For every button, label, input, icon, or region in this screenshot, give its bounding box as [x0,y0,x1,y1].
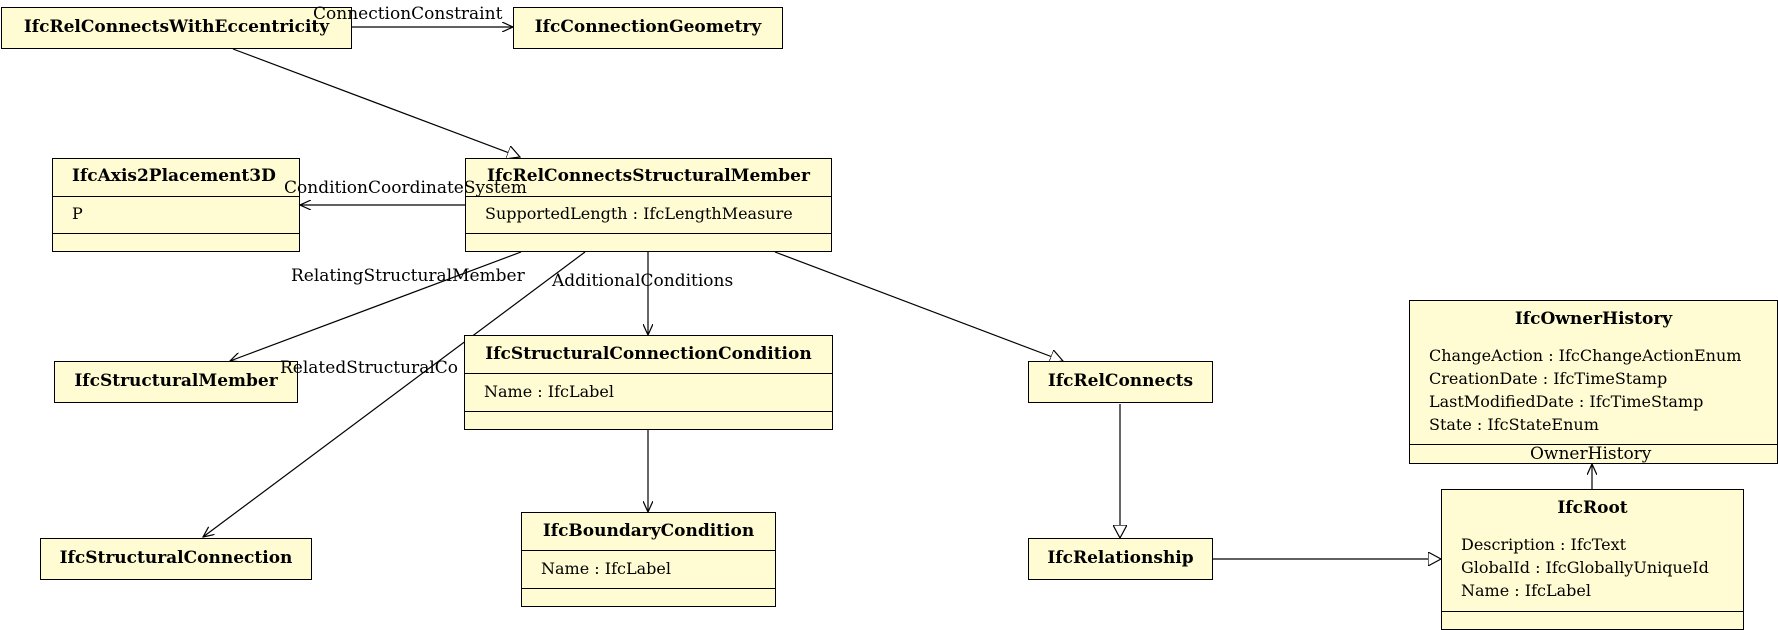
attributes-section: Name : IfcLabel [522,550,775,588]
edge-relating-structural-member [230,251,522,361]
class-name: IfcStructuralMember [74,371,278,391]
attribute: GlobalId : IfcGloballyUniqueId [1461,558,1709,577]
class-ifc-rel-connects-structural-member[interactable]: IfcRelConnectsStructuralMember Supported… [465,158,832,252]
operations-section [53,233,299,251]
class-name: IfcBoundaryCondition [542,521,755,541]
class-name: IfcAxis2Placement3D [72,166,276,186]
attribute: Name : IfcLabel [484,382,614,401]
attribute: State : IfcStateEnum [1429,415,1599,434]
attributes-section: SupportedLength : IfcLengthMeasure [466,196,831,233]
operations-section [466,233,831,251]
attribute: Description : IfcText [1461,535,1627,554]
label-owner-history: OwnerHistory [1530,444,1652,464]
operations-section [1410,444,1777,463]
operations-section [522,588,775,606]
class-ifc-boundary-condition[interactable]: IfcBoundaryCondition Name : IfcLabel [521,512,776,607]
class-ifc-connection-geometry[interactable]: IfcConnectionGeometry [513,7,783,49]
class-name: IfcRelConnects [1047,371,1194,391]
operations-section [1442,611,1743,629]
attribute: Name : IfcLabel [1461,581,1591,600]
attribute: SupportedLength : IfcLengthMeasure [485,204,793,223]
class-name: IfcRelConnectsStructuralMember [487,166,810,186]
class-ifc-structural-member[interactable]: IfcStructuralMember [54,361,298,403]
class-name: IfcRelationship [1047,548,1194,568]
edge-generalization-structural-member [774,251,1063,361]
class-ifc-structural-connection-condition[interactable]: IfcStructuralConnectionCondition Name : … [464,335,833,430]
class-ifc-owner-history[interactable]: IfcOwnerHistory ChangeAction : IfcChange… [1409,300,1778,464]
class-ifc-axis2-placement-3d[interactable]: IfcAxis2Placement3D P [52,158,300,252]
class-name: IfcRoot [1557,498,1628,518]
class-name: IfcStructuralConnection [59,548,293,568]
label-relating-structural-member: RelatingStructuralMember [291,266,525,286]
class-ifc-rel-connects-with-eccentricity[interactable]: IfcRelConnectsWithEccentricity [1,7,352,49]
operations-section [465,411,832,429]
label-condition-coordinate-system: ConditionCoordinateSystem [284,178,527,198]
class-ifc-relationship[interactable]: IfcRelationship [1028,538,1213,580]
attributes-section: Name : IfcLabel [465,373,832,411]
attribute: ChangeAction : IfcChangeActionEnum [1429,346,1742,365]
class-ifc-root[interactable]: IfcRoot Description : IfcText GlobalId :… [1441,489,1744,630]
class-name: IfcOwnerHistory [1514,309,1673,329]
attribute: Name : IfcLabel [541,559,671,578]
label-related-structural-connection: RelatedStructuralCo [280,358,459,378]
edge-related-structural-connection [203,251,586,537]
label-connection-constraint: ConnectionConstraint [313,4,503,24]
class-ifc-rel-connects[interactable]: IfcRelConnects [1028,361,1213,403]
class-name: IfcRelConnectsWithEccentricity [23,17,330,37]
class-name: IfcStructuralConnectionCondition [485,344,812,364]
edge-generalization-eccentricity [232,48,520,157]
attributes-section: P [53,196,299,233]
class-ifc-structural-connection[interactable]: IfcStructuralConnection [40,538,312,580]
attributes-section: Description : IfcText GlobalId : IfcGlob… [1442,527,1743,611]
class-name: IfcConnectionGeometry [534,17,762,37]
attribute: CreationDate : IfcTimeStamp [1429,369,1668,388]
label-additional-conditions: AdditionalConditions [552,271,734,291]
attributes-section: ChangeAction : IfcChangeActionEnum Creat… [1410,338,1777,444]
attribute: LastModifiedDate : IfcTimeStamp [1429,392,1704,411]
attribute: P [72,204,83,223]
